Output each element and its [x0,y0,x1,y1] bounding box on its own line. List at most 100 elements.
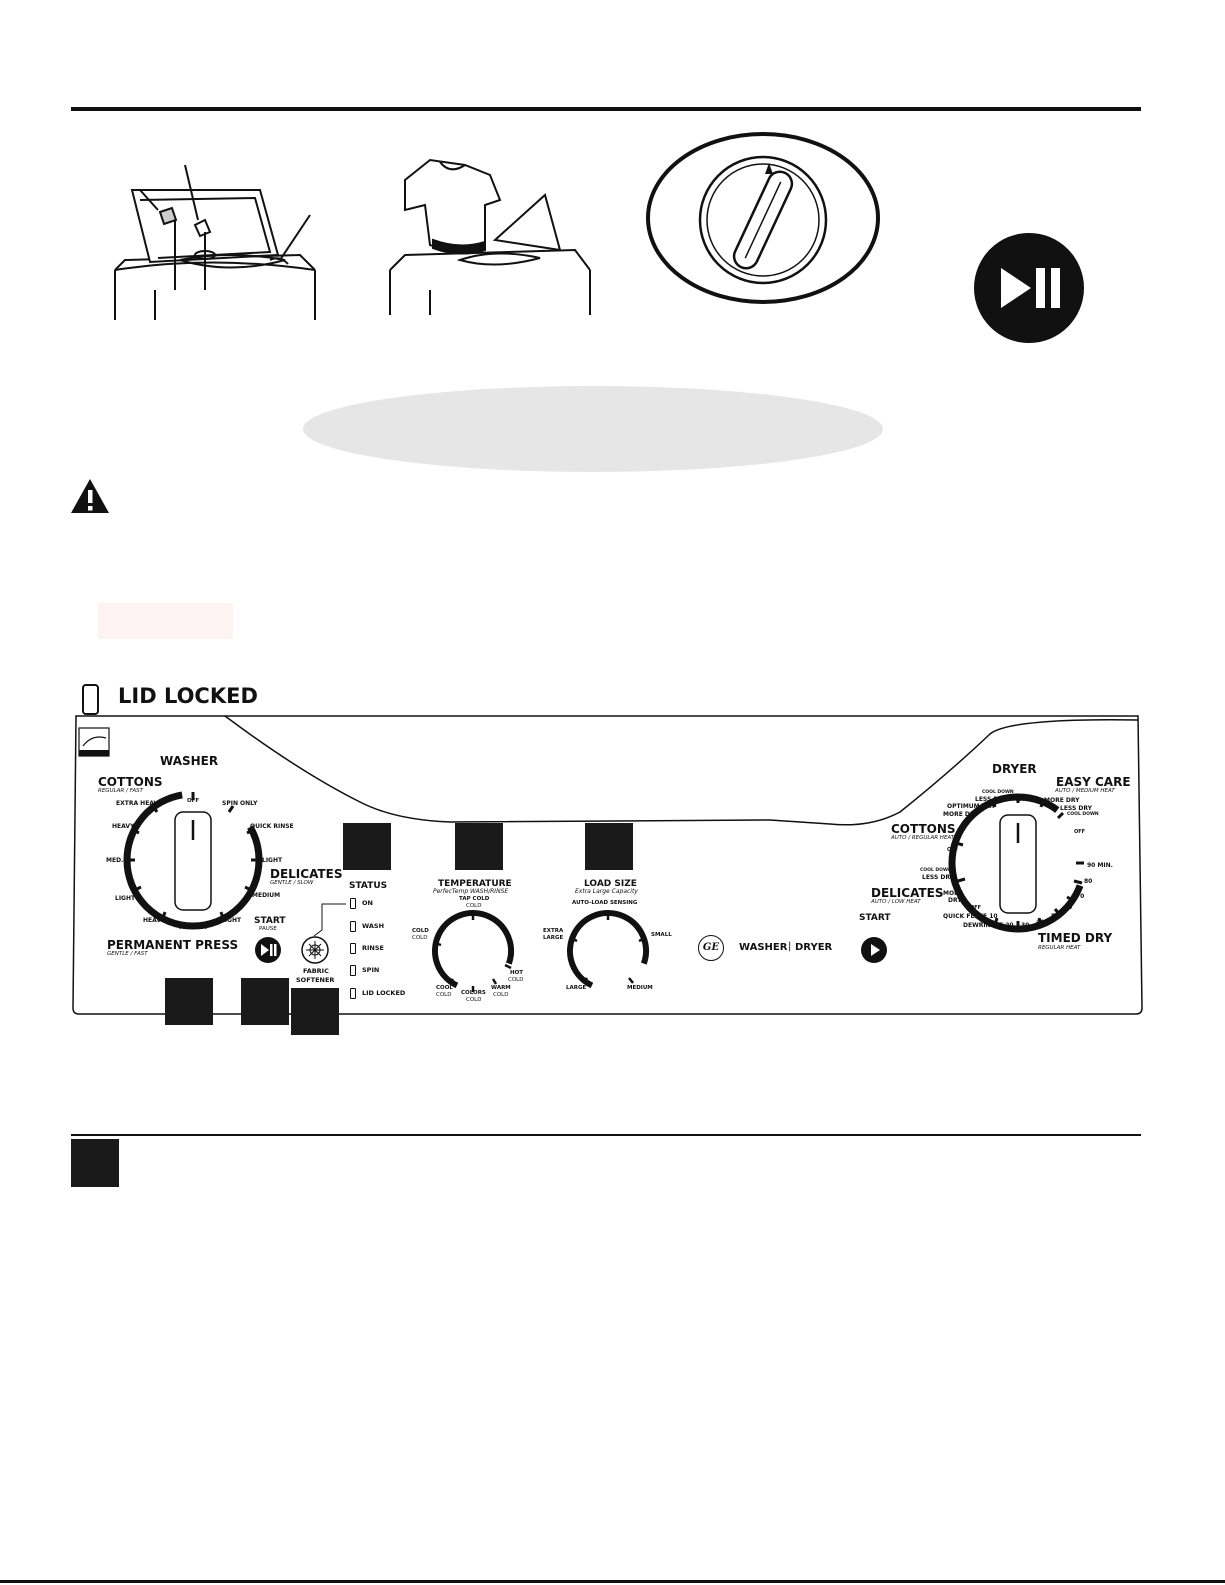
status-light-on [350,898,356,909]
temp-cool: COOL [436,985,453,991]
temp-warm: WARM [491,985,511,991]
status-light-wash [350,921,356,932]
temperature-dial[interactable] [430,908,516,994]
washer-cycle-dial[interactable] [123,790,263,930]
brand-dryer: DRYER [795,942,833,953]
callout-box-3 [585,823,633,870]
status-spin: SPIN [362,966,380,974]
temp-colors-sub: COLD [466,997,482,1003]
brand-washer: WASHER [739,942,788,953]
washer-cottons: COTTONS [98,775,163,789]
washer-medium-right: MEDIUM [252,892,281,899]
dryer-optimum: OPTIMUM DRY [947,803,996,810]
callout-box-6 [291,988,339,1035]
load-auto: AUTO-LOAD SENSING [572,900,638,906]
load-large-a: LARGE [543,935,564,941]
dryer-timed-dry-sub: REGULAR HEAT [1038,945,1081,951]
dryer-cottons: COTTONS [891,822,956,836]
washer-light-right: LIGHT [262,857,283,864]
temp-hot-sub: COLD [508,977,524,983]
washer-title: WASHER [160,754,219,768]
washer-load-illustration [389,158,591,315]
section-marker-box [71,1139,119,1187]
dryer-t30: 30 [1021,922,1030,929]
dryer-easy-care-sub: AUTO / MEDIUM HEAT [1055,788,1115,794]
washer-light-left: LIGHT [115,895,136,902]
dryer-less-dry-left: LESS DRY [922,874,955,881]
load-size-title: LOAD SIZE [584,879,637,889]
status-rinse: RINSE [362,944,384,952]
control-panel-outline [72,715,1143,1015]
status-light-spin [350,965,356,976]
dryer-off-top: OFF [1015,797,1027,803]
temp-tap-cold: TAP COLD [459,896,490,902]
dryer-cool-down-left: COOL DOWN [920,868,952,873]
washer-light-bottom: LIGHT [221,917,242,924]
load-size-dial[interactable] [565,908,651,994]
temp-warm-sub: COLD [493,992,509,998]
dryer-cool-down-right: COOL DOWN [1067,812,1099,817]
washer-quick-rinse: QUICK RINSE [250,823,294,830]
status-light-rinse [350,943,356,954]
washer-heavy-top: HEAVY [112,823,135,830]
lid-locked-light [82,684,99,715]
washer-off: OFF [187,798,200,804]
dryer-t80: 80 [1084,878,1093,885]
washer-medium-bottom: MEDIUM [179,924,208,931]
temp-tap-cold-sub: COLD [466,903,482,909]
temperature-sub: PerfecTemp WASH/RINSE [433,888,509,895]
washer-detergent-illustration [114,164,316,320]
dryer-off-right: OFF [1074,829,1086,835]
brand-sep: | [788,941,792,952]
temp-cold: COLD [412,928,429,934]
status-on: ON [362,899,373,907]
callout-box-2 [455,823,503,870]
dryer-start-button[interactable] [860,936,888,964]
washer-delicates: DELICATES [270,867,343,881]
washer-perm-press-sub: GENTLE / FAST [107,951,148,957]
dryer-cycle-dial[interactable] [948,793,1088,933]
dryer-cottons-sub: AUTO / REGULAR HEAT [891,835,955,841]
page-bottom-rule [0,1580,1225,1583]
dryer-off-left: OFF [947,847,959,853]
warning-icon [71,479,109,513]
dryer-more: MORE [943,890,963,897]
ge-logo: GE [698,935,724,961]
callout-box-5 [241,978,289,1025]
callout-box-4 [165,978,213,1025]
washer-heavy-bottom: HEAVY [143,917,166,924]
dryer-t90: 90 MIN. [1087,862,1113,869]
status-title: STATUS [349,881,388,891]
temp-colors: COLORS [461,990,486,996]
dryer-cool-down-top: COOL DOWN [982,790,1014,795]
washer-pause-label: PAUSE [259,926,277,932]
play-pause-icon [974,233,1084,343]
washer-spin-only: SPIN ONLY [222,800,258,807]
dryer-t60: 60 [1064,904,1073,911]
ge-logo-text: GE [702,942,720,953]
washer-extra-heavy: EXTRA HEAVY [116,800,163,807]
dryer-more-dry-right: MORE DRY [1044,797,1080,804]
washer-med: MED. [106,857,124,864]
temp-cool-sub: COLD [436,992,452,998]
washer-start-button[interactable] [254,936,282,964]
faint-highlight-box [98,603,233,639]
fabric-softener-label-1: FABRIC [303,967,329,975]
status-light-lid-locked [350,988,356,999]
fabric-softener-icon [301,936,329,964]
dryer-easy-care: EASY CARE [1056,775,1131,789]
grey-banner-oval [303,386,883,472]
dryer-start-label: START [859,913,891,923]
fabric-softener-label-2: SOFTENER [296,976,335,984]
lid-locked-label: LID LOCKED [118,684,258,708]
bottom-rule [71,1134,1141,1136]
dryer-t50: 50 [1051,913,1060,920]
dryer-less-dry-right: LESS DRY [1060,805,1093,812]
washer-cottons-sub: REGULAR / FAST [98,788,144,794]
temp-cold-sub: COLD [412,935,428,941]
temp-hot: HOT [510,970,524,976]
dryer-more-dry-top: MORE DRY [943,811,979,818]
status-bracket [313,903,346,937]
dryer-less-dry-top: LESS DRY [975,796,1008,803]
dryer-off-bottom: OFF [970,905,982,911]
